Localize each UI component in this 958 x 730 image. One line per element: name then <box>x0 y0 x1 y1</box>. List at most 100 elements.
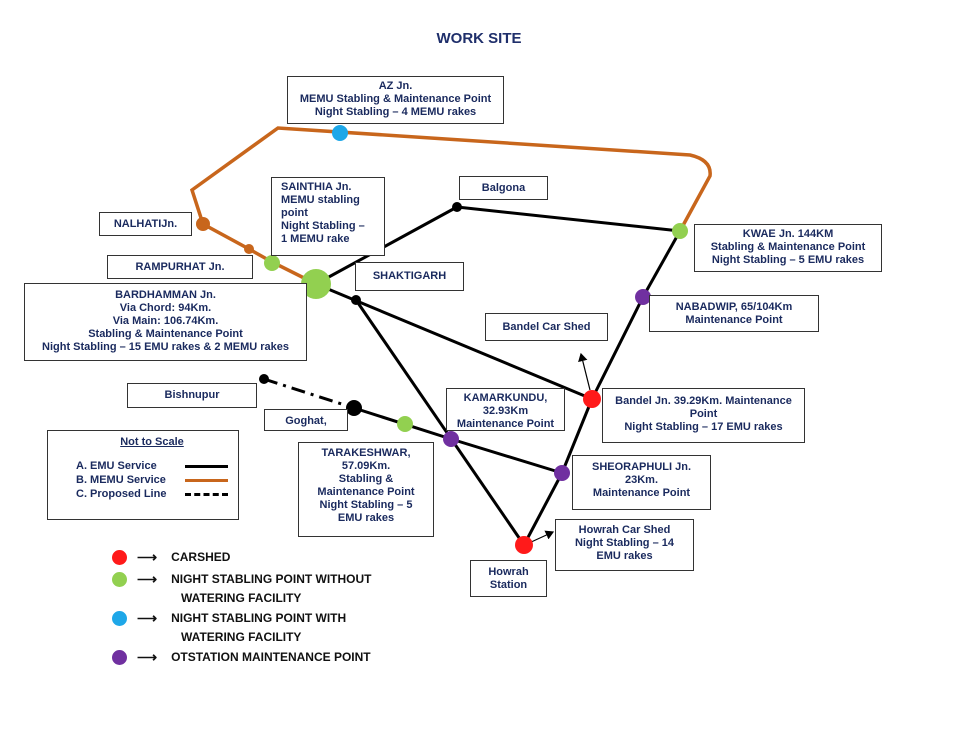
sainthia-line4: Night Stabling – <box>281 220 365 232</box>
howrah-car-shed-label: Howrah Car Shed Night Stabling – 14 EMU … <box>555 519 694 571</box>
bandel-stabling: Night Stabling – 17 EMU rakes <box>624 421 783 433</box>
memu-junction-dot <box>244 244 254 254</box>
az-label: AZ Jn. MEMU Stabling & Maintenance Point… <box>287 76 504 124</box>
bandel-car-shed-label: Bandel Car Shed <box>485 313 608 341</box>
legend-proposed-swatch <box>185 492 228 496</box>
sainthia-line2: MEMU stabling <box>281 194 360 206</box>
emu-line-nabadwip-bandel <box>590 296 645 400</box>
nabadwip-station-dot <box>635 289 651 305</box>
emu-line-tarakeshwar-sheoraphuli <box>450 437 563 475</box>
arrow-icon: ⟶ <box>137 610 158 626</box>
legend-item-emu: A. EMU Service <box>76 459 228 473</box>
kamarkundu-km: 32.93Km <box>482 405 529 417</box>
shaktigarh-label: SHAKTIGARH <box>355 262 464 291</box>
bardhamman-stabling: Night Stabling – 15 EMU rakes & 2 MEMU r… <box>42 341 289 353</box>
goghat-dot <box>346 400 362 416</box>
legend-memu-swatch <box>185 478 228 482</box>
howrah-station-label: Howrah Station <box>470 560 547 597</box>
legend-proposed-label: C. Proposed Line <box>76 487 167 500</box>
tarakeshwar-km: 57.09Km. <box>341 460 391 472</box>
howrah-car-shed-arrow <box>528 530 555 544</box>
arrow-icon: ⟶ <box>137 549 158 565</box>
az-stabling: Night Stabling – 4 MEMU rakes <box>314 106 477 118</box>
bishnupur-label: Bishnupur <box>127 383 257 408</box>
nabadwip-label: NABADWIP, 65/104Km Maintenance Point <box>649 295 819 332</box>
stabling-with-water-key-dot <box>112 610 127 626</box>
emu-line-bardhamman-bandel <box>315 282 593 401</box>
key-stabling-with-water-label: NIGHT STABLING POINT WITH <box>171 611 347 625</box>
emu-line-balgona-kwae <box>456 205 681 233</box>
tarakeshwar-line6: EMU rakes <box>337 512 395 524</box>
key-carshed-label: CARSHED <box>171 550 231 564</box>
legend-emu-swatch <box>185 464 228 468</box>
sheoraphuli-km: 23Km. <box>624 474 659 486</box>
nalhati-station-dot <box>196 217 210 231</box>
emu-line-kwae-nabadwip <box>641 230 682 298</box>
kamarkundu-name: KAMARKUNDU, <box>463 392 548 404</box>
howrah-car-shed-name: Howrah Car Shed <box>578 524 671 536</box>
kamarkundu-label: KAMARKUNDU, 32.93Km Maintenance Point <box>446 388 565 431</box>
howrah-station-line1: Howrah <box>488 565 529 578</box>
howrah-car-shed-rakes: EMU rakes <box>596 550 653 562</box>
emu-line-sheoraphuli-howrah <box>522 472 564 546</box>
sainthia-line5: 1 MEMU rake <box>281 233 350 245</box>
tarakeshwar-line4: Maintenance Point <box>317 486 415 498</box>
kwae-stabling: Night Stabling – 5 EMU rakes <box>711 254 865 266</box>
bardhamman-main: Via Main: 106.74Km. <box>112 315 219 327</box>
rampurhat-label: RAMPURHAT Jn. <box>107 255 253 279</box>
kamarkundu-detail: Maintenance Point <box>456 418 555 430</box>
kamarkundu-station-dot <box>443 431 459 447</box>
bardhamman-detail: Stabling & Maintenance Point <box>88 328 243 340</box>
az-detail: MEMU Stabling & Maintenance Point <box>299 93 492 105</box>
kwae-detail: Stabling & Maintenance Point <box>710 241 866 253</box>
bardhamman-name: BARDHAMMAN Jn. <box>115 289 216 301</box>
bandel-line2: Point <box>689 408 718 420</box>
key-stabling-no-water-label: NIGHT STABLING POINT WITHOUT <box>171 572 372 586</box>
nabadwip-detail: Maintenance Point <box>685 313 783 326</box>
goghat-label: Goghat, <box>264 409 348 431</box>
kwae-label: KWAE Jn. 144KM Stabling & Maintenance Po… <box>694 224 882 272</box>
sainthia-label: SAINTHIA Jn. MEMU stabling point Night S… <box>271 177 385 256</box>
emu-line-bardhamman-balgona <box>315 205 458 286</box>
sainthia-line3: point <box>281 207 308 219</box>
bandel-station-dot <box>583 390 601 408</box>
nalhati-label: NALHATIJn. <box>99 212 192 236</box>
az-name: AZ Jn. <box>378 80 413 92</box>
tarakeshwar-label: TARAKESHWAR, 57.09Km. Stabling & Mainten… <box>298 442 434 537</box>
outstation-key-dot <box>112 649 127 665</box>
az-station-dot <box>332 125 348 141</box>
key-stabling-no-water: ⟶ NIGHT STABLING POINT WITHOUT <box>112 570 372 588</box>
sheoraphuli-detail: Maintenance Point <box>592 487 691 499</box>
legend-title: Not to Scale <box>120 436 184 448</box>
arrow-icon: ⟶ <box>137 571 158 587</box>
shaktigarh-dot <box>351 295 361 305</box>
bardhamman-chord: Via Chord: 94Km. <box>119 302 212 314</box>
bandel-name: Bandel Jn. 39.29Km. Maintenance <box>615 395 792 407</box>
sheoraphuli-label: SHEORAPHULI Jn. 23Km. Maintenance Point <box>572 455 711 510</box>
kwae-station-dot <box>672 223 688 239</box>
key-carshed: ⟶ CARSHED <box>112 548 230 566</box>
legend-box: Not to Scale A. EMU Service B. MEMU Serv… <box>47 430 239 520</box>
howrah-station-dot <box>515 536 533 554</box>
sainthia-name: SAINTHIA Jn. <box>281 181 352 193</box>
bardhamman-station-dot <box>301 269 331 299</box>
key-stabling-no-water-label-2: WATERING FACILITY <box>181 591 302 605</box>
nabadwip-name: NABADWIP, 65/104Km <box>675 300 793 313</box>
key-stabling-with-water-label-2: WATERING FACILITY <box>181 630 302 644</box>
sheoraphuli-name: SHEORAPHULI Jn. <box>591 461 691 473</box>
tarakeshwar-line5: Night Stabling – 5 <box>319 499 413 511</box>
bandel-car-shed-arrow <box>578 352 591 391</box>
legend-item-proposed: C. Proposed Line <box>76 487 228 501</box>
page-title: WORK SITE <box>436 30 522 47</box>
tarakeshwar-station-dot <box>397 416 413 432</box>
howrah-station-line2: Station <box>489 578 528 591</box>
kwae-name: KWAE Jn. 144KM <box>742 228 834 240</box>
emu-line-chord <box>354 299 526 546</box>
howrah-car-shed-stabling: Night Stabling – 14 <box>574 537 674 549</box>
legend-emu-label: A. EMU Service <box>76 459 157 472</box>
carshed-key-dot <box>112 549 127 565</box>
memu-line <box>189 126 712 286</box>
key-outstation: ⟶ OTSTATION MAINTENANCE POINT <box>112 648 371 666</box>
rampurhat-station-dot <box>264 255 280 271</box>
